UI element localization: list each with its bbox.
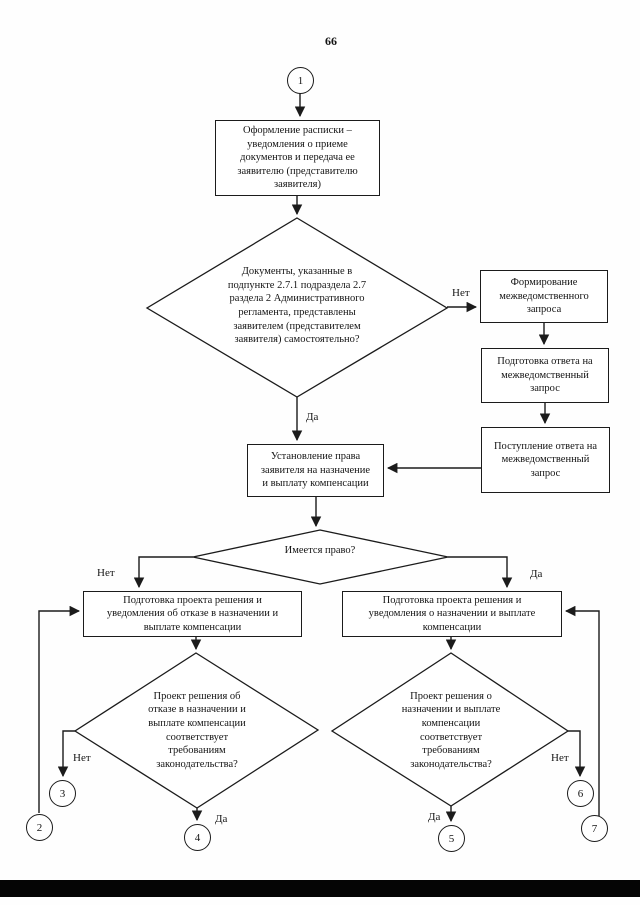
connector-3-label: 3: [59, 787, 66, 800]
connector-7: 7: [581, 815, 608, 842]
diamond-has-right-text: Имеется право?: [284, 545, 356, 557]
label-no-refusal: Нет: [73, 752, 91, 764]
connector-6: 6: [567, 780, 594, 807]
label-yes-refusal: Да: [215, 813, 228, 825]
connector-6-label: 6: [577, 787, 584, 800]
label-yes-documents: Да: [306, 411, 319, 423]
diamond-refusal-check-text: Проект решения об отказе в назначении и …: [148, 690, 246, 770]
diamond-grant-check-text: Проект решения о назначении и выплате ко…: [401, 690, 501, 770]
label-yes-right: Да: [530, 568, 543, 580]
box-establish-right: Установление права заявителя на назначен…: [247, 444, 384, 497]
diamond-documents-text: Документы, указанные в подпункте 2.7.1 п…: [227, 266, 367, 346]
arrow-has-right-yes-to-grant-draft: [448, 556, 513, 589]
connector-5-label: 5: [448, 832, 455, 845]
box-receive-interagency-response: Поступление ответа на межведомственный з…: [481, 427, 610, 493]
page-bottom-rule: [0, 880, 640, 897]
box-receipt-notification: Оформление расписки – уведомления о прие…: [215, 120, 380, 196]
connector-1: 1: [287, 67, 314, 94]
arrow-grant-check-no-to-connector6: [568, 730, 586, 778]
connector-7-label: 7: [591, 822, 598, 835]
arrow-connector2-to-refusal-draft: [38, 605, 81, 813]
connector-1-label: 1: [297, 74, 304, 87]
label-no-right: Нет: [97, 567, 115, 579]
box-refusal-decision-draft: Подготовка проекта решения и уведомления…: [83, 591, 302, 637]
connector-4: 4: [184, 824, 211, 851]
connector-5: 5: [438, 825, 465, 852]
connector-3: 3: [49, 780, 76, 807]
label-no-grant: Нет: [551, 752, 569, 764]
connector-2-label: 2: [36, 821, 43, 834]
arrow-connector7-to-grant-draft: [564, 605, 600, 816]
box-form-interagency-request: Формирование межведомственного запроса: [480, 270, 608, 323]
arrow-refusal-check-no-to-connector3: [57, 730, 75, 778]
connector-4-label: 4: [194, 831, 201, 844]
box-grant-decision-draft: Подготовка проекта решения и уведомления…: [342, 591, 562, 637]
label-no-documents: Нет: [452, 287, 470, 299]
box-prepare-interagency-response: Подготовка ответа на межведомственный за…: [481, 348, 609, 403]
label-yes-grant: Да: [428, 811, 441, 823]
diamond-has-right-shape: [192, 529, 449, 585]
arrow-has-right-no-to-refusal-draft: [133, 556, 193, 589]
connector-2: 2: [26, 814, 53, 841]
page-number: 66: [325, 34, 337, 48]
